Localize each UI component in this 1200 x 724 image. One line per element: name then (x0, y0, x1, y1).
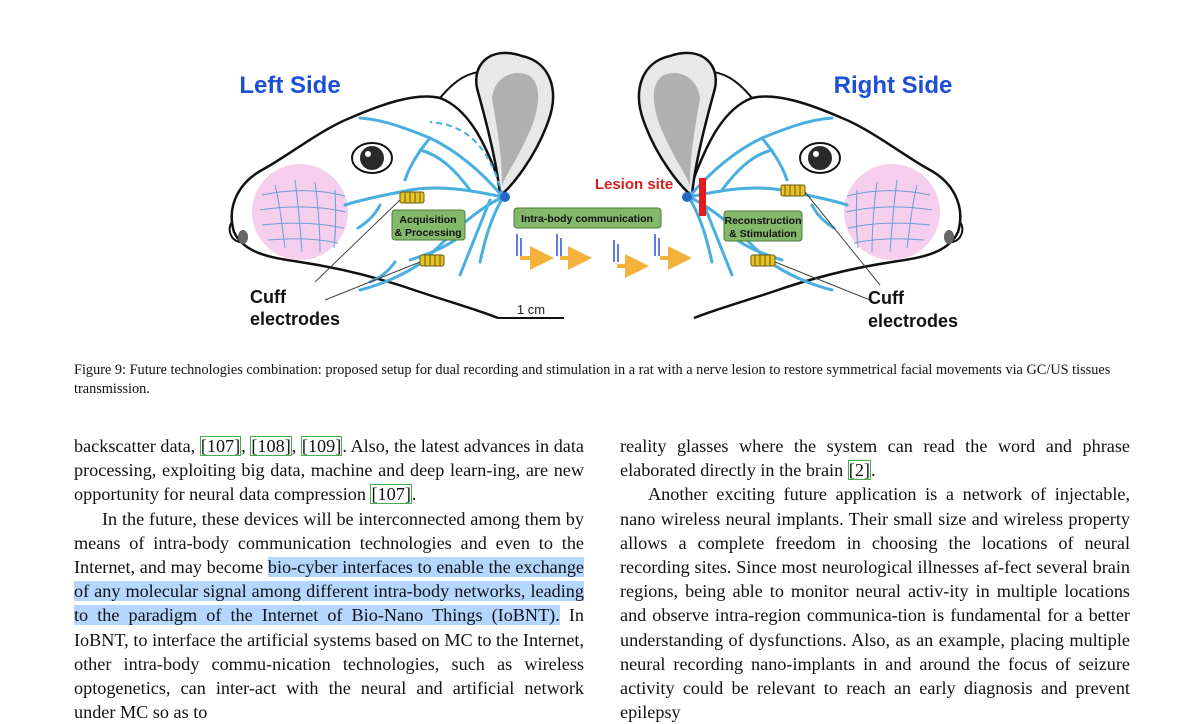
transmission-arrows (520, 246, 692, 278)
acquisition-label-line2: & Processing (394, 227, 461, 239)
reconstruction-label-line1: Reconstruction (724, 215, 801, 227)
highlighted-text[interactable]: bio-cyber interfaces to enable the excha… (74, 557, 584, 626)
left-side-title: Left Side (239, 72, 340, 99)
reconstruction-label-line2: & Stimulation (729, 228, 797, 240)
left-whisker-pad (252, 164, 348, 260)
right-cuff-label-line2: electrodes (868, 311, 958, 331)
left-rat-head: Acquisition & Processing (228, 51, 555, 320)
figure-caption: Figure 9: Future technologies combinatio… (74, 362, 1111, 397)
acquisition-processing-box (391, 209, 466, 241)
left-lower-cuff-electrode (419, 254, 445, 267)
citation-link[interactable]: [108] (250, 436, 292, 456)
acquisition-label-line1: Acquisition (399, 214, 456, 226)
figure-9: Acquisition & Processing Left Side Cuff … (228, 51, 964, 331)
citation-link[interactable]: [107] (199, 436, 242, 456)
left-paragraph-2: In the future, these devices will be int… (74, 508, 584, 723)
left-nerve-root (500, 192, 510, 202)
left-facial-nerve (343, 116, 505, 292)
right-upper-cuff-electrode (780, 184, 806, 197)
left-paragraph-1: backscatter data, [107], [108], [109]. A… (74, 436, 584, 505)
right-lower-cuff-electrode (750, 254, 776, 267)
right-rat-head (637, 51, 964, 320)
left-cuff-label-line2: electrodes (250, 309, 340, 329)
citation-link[interactable]: [109] (300, 436, 343, 456)
right-paragraph-1: reality glasses where the system can rea… (620, 436, 1130, 481)
lesion-label: Lesion site (595, 176, 673, 193)
lesion-marker (699, 178, 706, 216)
right-column: reality glasses where the system can rea… (620, 434, 1130, 724)
citation-link[interactable]: [2] (847, 460, 871, 481)
right-head-outline (685, 95, 962, 320)
right-cuff-label-line1: Cuff (868, 288, 905, 308)
left-upper-cuff-electrode (399, 191, 425, 204)
scale-bar-label: 1 cm (517, 302, 545, 317)
right-facial-nerve (687, 116, 849, 292)
citation-link[interactable]: [107] (370, 484, 412, 505)
left-column: backscatter data, [107], [108], [109]. A… (74, 434, 584, 724)
right-whisker-network (845, 179, 933, 253)
reconstruction-stimulation-box (723, 210, 803, 242)
right-side-title: Right Side (834, 72, 953, 99)
right-whisker-pad (844, 164, 940, 260)
intra-body-communication-label: Intra-body communication (521, 213, 653, 225)
left-nose (238, 230, 248, 244)
left-eye-pupil (360, 146, 384, 170)
left-ear-inner (492, 72, 539, 186)
intra-body-communication-box (513, 207, 662, 229)
left-head-outline (230, 95, 507, 320)
right-paragraph-2: Another exciting future application is a… (620, 484, 1130, 723)
left-whisker-network (259, 179, 347, 253)
left-cuff-label-line1: Cuff (250, 287, 287, 307)
signal-pulses (516, 234, 660, 262)
